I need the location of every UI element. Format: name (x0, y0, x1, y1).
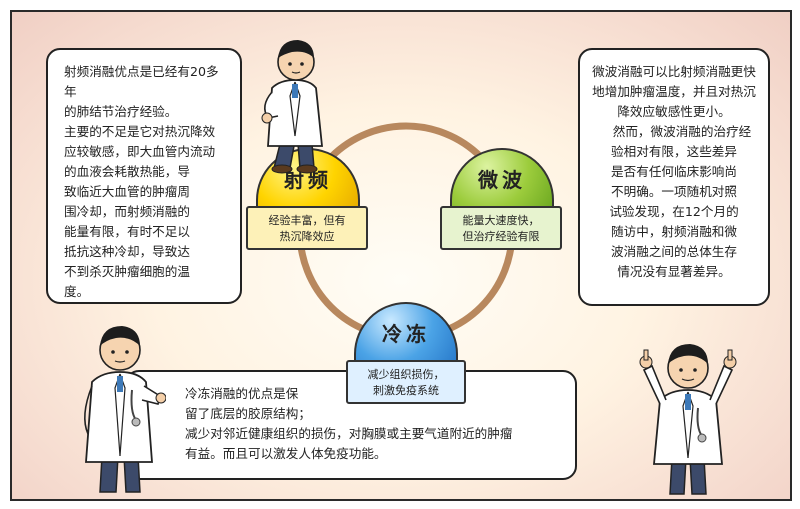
rf-bubble-text: 射频消融优点是已经有20多年 的肺结节治疗经验。 主要的不足是它对热沉降效 应较… (64, 64, 219, 299)
cr-tag: 减少组织损伤， 刺激免疫系统 (346, 360, 466, 404)
rf-tag: 经验丰富，但有 热沉降效应 (246, 206, 368, 250)
mw-tag-text: 能量大速度快， 但治疗经验有限 (462, 214, 540, 243)
thumbs-up-doctor-illustration (639, 344, 737, 495)
cr-tag-text: 减少组织损伤， 刺激免疫系统 (367, 368, 445, 397)
cr-bubble-text: 冷冻消融的优点是保 留了底层的胶原结构； 减少对邻近健康组织的损伤，对胸膜或主要… (185, 386, 513, 461)
cr-title: 冷冻 (382, 321, 430, 346)
comic-panel: 射频消融优点是已经有20多年 的肺结节治疗经验。 主要的不足是它对热沉降效 应较… (10, 10, 792, 501)
rf-tag-text: 经验丰富，但有 热沉降效应 (268, 214, 346, 243)
rf-speech-bubble: 射频消融优点是已经有20多年 的肺结节治疗经验。 主要的不足是它对热沉降效 应较… (46, 48, 242, 304)
sitting-doctor-illustration (261, 40, 323, 174)
mw-title: 微波 (478, 167, 526, 192)
mw-bubble-text: 微波消融可以比射频消融更快 地增加肿瘤温度，并且对热沉 降效应敏感性更小。 然而… (592, 64, 756, 279)
pointing-doctor-illustration (84, 326, 166, 493)
mw-tag: 能量大速度快， 但治疗经验有限 (440, 206, 562, 250)
mw-speech-bubble: 微波消融可以比射频消融更快 地增加肿瘤温度，并且对热沉 降效应敏感性更小。 然而… (578, 48, 770, 306)
